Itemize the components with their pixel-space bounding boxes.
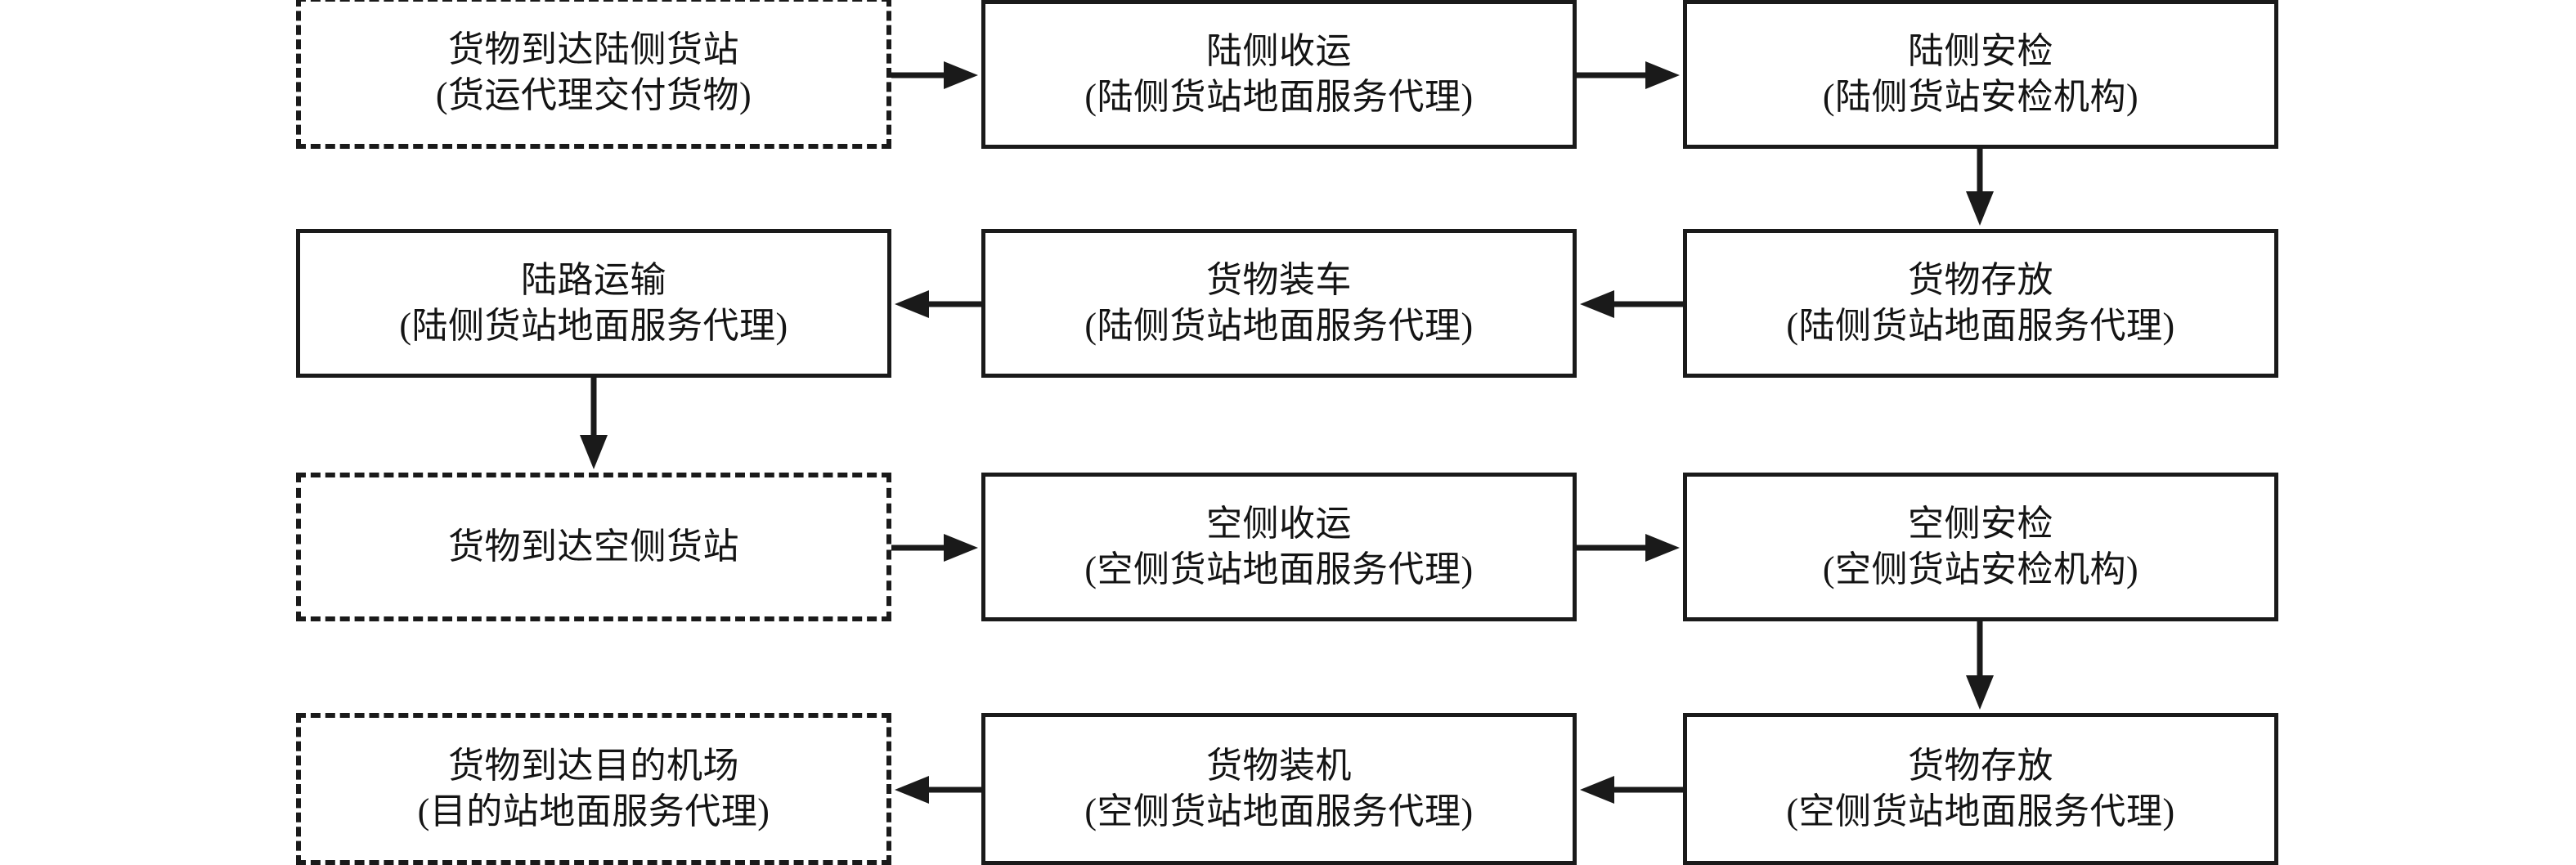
flow-node-n7[interactable]: 货物到达空侧货站 bbox=[296, 473, 891, 621]
flow-node-label: (目的站地面服务代理) bbox=[417, 791, 770, 831]
flow-node-label: 货物到达空侧货站 bbox=[448, 526, 739, 567]
flow-node-n3[interactable]: 陆侧安检 (陆侧货站安检机构) bbox=[1683, 0, 2278, 149]
arrowhead-icon bbox=[1580, 776, 1614, 804]
flow-node-n4[interactable]: 陆路运输 (陆侧货站地面服务代理) bbox=[296, 229, 891, 378]
arrowhead-icon bbox=[1966, 675, 1994, 710]
flow-node-label: (空侧货站地面服务代理) bbox=[1084, 549, 1474, 589]
flow-node-n2[interactable]: 陆侧收运 (陆侧货站地面服务代理) bbox=[981, 0, 1577, 149]
arrowhead-icon bbox=[1580, 290, 1614, 318]
arrowhead-icon bbox=[944, 61, 978, 89]
flow-node-label: 陆路运输 bbox=[521, 259, 666, 300]
flow-node-label: 货物装机 bbox=[1206, 745, 1352, 786]
flow-edge-e3 bbox=[1966, 149, 1994, 226]
flow-node-label: 空侧收运 bbox=[1206, 503, 1352, 544]
arrowhead-icon bbox=[895, 776, 929, 804]
flow-edge-e9 bbox=[1966, 621, 1994, 710]
flow-node-n9[interactable]: 空侧安检 (空侧货站安检机构) bbox=[1683, 473, 2278, 621]
flow-edge-e5 bbox=[895, 290, 981, 318]
flow-node-n1[interactable]: 货物到达陆侧货站 (货运代理交付货物) bbox=[296, 0, 891, 149]
flow-edge-e10 bbox=[1580, 776, 1683, 804]
flow-edge-e4 bbox=[1580, 290, 1683, 318]
flow-node-label: (空侧货站地面服务代理) bbox=[1084, 791, 1474, 831]
flow-node-label: (陆侧货站安检机构) bbox=[1822, 77, 2139, 117]
flow-node-label: 货物到达目的机场 bbox=[448, 745, 739, 786]
flow-node-label: 货物到达陆侧货站 bbox=[448, 29, 739, 69]
flow-edge-e6 bbox=[580, 378, 608, 469]
flow-node-label: 货物存放 bbox=[1908, 259, 2053, 300]
flow-node-n5[interactable]: 货物装车 (陆侧货站地面服务代理) bbox=[981, 229, 1577, 378]
arrowhead-icon bbox=[1645, 61, 1680, 89]
flow-node-label: (货运代理交付货物) bbox=[435, 75, 752, 115]
arrowhead-icon bbox=[580, 435, 608, 469]
flow-node-label: 货物存放 bbox=[1908, 745, 2053, 786]
flow-edge-e2 bbox=[1577, 61, 1680, 89]
flow-edge-e7 bbox=[891, 534, 978, 562]
flow-node-n6[interactable]: 货物存放 (陆侧货站地面服务代理) bbox=[1683, 229, 2278, 378]
flow-node-label: (空侧货站地面服务代理) bbox=[1786, 791, 2175, 831]
flow-node-n12[interactable]: 货物存放 (空侧货站地面服务代理) bbox=[1683, 713, 2278, 865]
arrowhead-icon bbox=[1966, 191, 1994, 226]
flow-node-label: (陆侧货站地面服务代理) bbox=[399, 306, 788, 346]
flow-node-label: (空侧货站安检机构) bbox=[1822, 549, 2139, 589]
flow-node-n10[interactable]: 货物到达目的机场 (目的站地面服务代理) bbox=[296, 713, 891, 865]
arrowhead-icon bbox=[895, 290, 929, 318]
flow-node-n8[interactable]: 空侧收运 (空侧货站地面服务代理) bbox=[981, 473, 1577, 621]
arrowhead-icon bbox=[1645, 534, 1680, 562]
flow-edge-e8 bbox=[1577, 534, 1680, 562]
flow-edge-e1 bbox=[891, 61, 978, 89]
flow-node-label: (陆侧货站地面服务代理) bbox=[1084, 77, 1474, 117]
flow-edge-e11 bbox=[895, 776, 981, 804]
flow-node-label: (陆侧货站地面服务代理) bbox=[1084, 306, 1474, 346]
flow-node-label: 空侧安检 bbox=[1908, 503, 2053, 544]
flow-node-label: 货物装车 bbox=[1206, 259, 1352, 300]
flow-node-label: 陆侧安检 bbox=[1908, 30, 2053, 71]
arrowhead-icon bbox=[944, 534, 978, 562]
flow-node-label: 陆侧收运 bbox=[1206, 30, 1352, 71]
flow-node-label: (陆侧货站地面服务代理) bbox=[1786, 306, 2175, 346]
flow-node-n11[interactable]: 货物装机 (空侧货站地面服务代理) bbox=[981, 713, 1577, 865]
